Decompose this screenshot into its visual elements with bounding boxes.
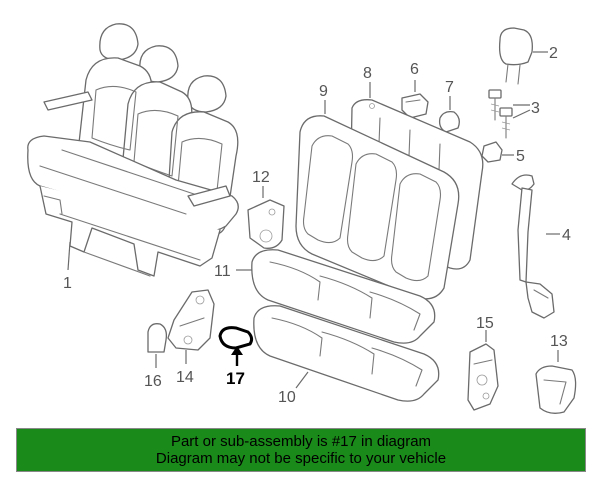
- banner-line-1: Part or sub-assembly is #17 in diagram: [170, 433, 432, 450]
- callout-4: 4: [562, 227, 571, 244]
- latch-bracket-part-15: [467, 343, 499, 411]
- callout-13: 13: [550, 333, 568, 350]
- callout-16: 16: [144, 373, 162, 390]
- cover-part-5: [481, 141, 503, 163]
- callout-9: 9: [319, 83, 328, 100]
- callout-6: 6: [410, 61, 419, 78]
- callout-8: 8: [363, 65, 372, 82]
- bolts-part: [488, 89, 513, 139]
- seat-back-cover-part: [295, 115, 460, 300]
- cushion-pad-part: [253, 305, 440, 402]
- callout-10: 10: [278, 389, 296, 406]
- callout-1: 1: [63, 275, 72, 292]
- callout-17: 17: [226, 369, 245, 388]
- latch-part-6: [401, 93, 429, 119]
- headrest-part: [498, 27, 533, 85]
- clip-part-7: [438, 110, 460, 133]
- seat-belt-part: [511, 174, 555, 319]
- callout-14: 14: [176, 369, 194, 386]
- callout-5: 5: [516, 148, 525, 165]
- parts-diagram: 1 2 3 6 7 5: [27, 23, 577, 414]
- callout-3: 3: [531, 100, 540, 117]
- cushion-cover-part: [251, 249, 436, 344]
- seat-assembly-part: [27, 23, 239, 277]
- highlighted-part-17: [218, 326, 254, 366]
- callout-11: 11: [214, 263, 231, 280]
- callout-15: 15: [476, 315, 494, 332]
- trim-cover-part-13: [535, 365, 577, 414]
- banner-line-2: Diagram may not be specific to your vehi…: [155, 450, 447, 467]
- info-banner: Part or sub-assembly is #17 in diagram D…: [16, 428, 586, 472]
- hinge-bracket-part: [167, 289, 215, 351]
- cap-part-16: [147, 323, 168, 353]
- callout-12: 12: [252, 169, 270, 186]
- bracket-part-12: [247, 199, 285, 249]
- callout-2: 2: [549, 45, 558, 62]
- callout-7: 7: [445, 79, 454, 96]
